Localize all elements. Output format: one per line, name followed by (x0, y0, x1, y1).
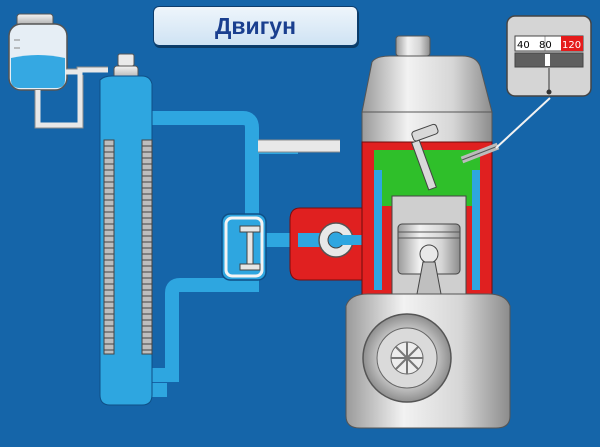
overflow-hose (35, 67, 108, 128)
gauge-sensor-wire (495, 97, 551, 149)
temperature-gauge-icon (506, 15, 592, 97)
gauge-label-120: 120 (562, 40, 581, 51)
water-pump-icon (289, 207, 379, 281)
expansion-tank-icon (8, 13, 68, 91)
radiator-icon (99, 53, 153, 406)
gauge-label-80: 80 (539, 40, 552, 51)
diagram-title: Двигун (153, 6, 358, 46)
gauge-label-40: 40 (517, 40, 530, 51)
thermostat-icon (221, 213, 267, 281)
crankshaft-pulley-icon (362, 313, 452, 403)
